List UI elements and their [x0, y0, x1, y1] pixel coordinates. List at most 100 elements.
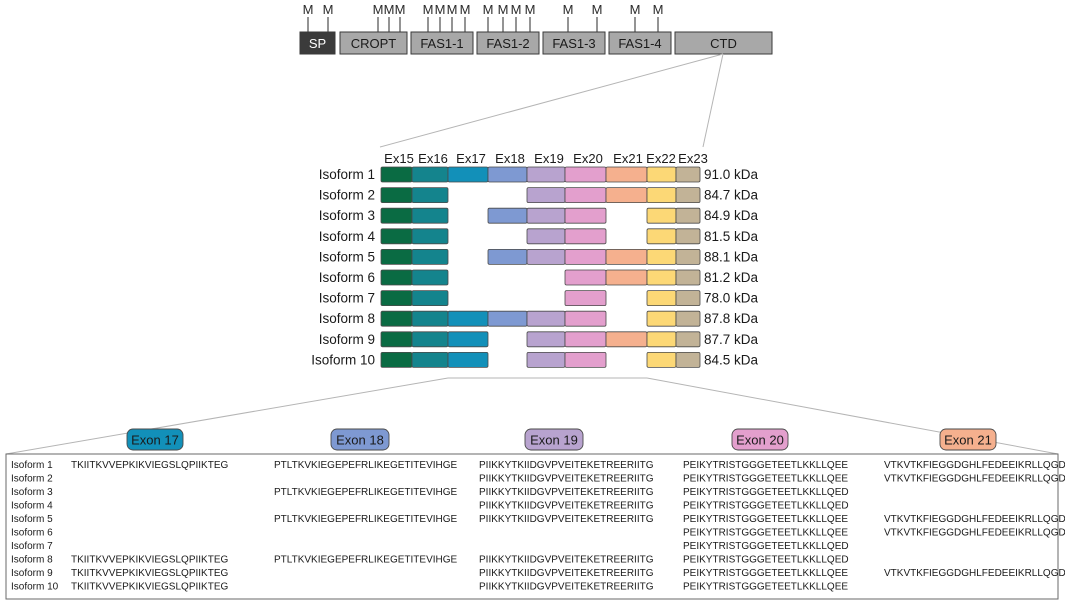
domain-box [542, 31, 606, 55]
exon-block-ex23 [675, 290, 701, 307]
domain-label: CROPT [351, 36, 397, 51]
m-site-label: M [447, 2, 458, 17]
exon-block-ex23 [675, 310, 701, 327]
exon-block-ex22 [646, 166, 677, 183]
exon-block-ex16 [411, 207, 449, 224]
exon-block-ex23 [675, 228, 701, 245]
m-site-label: M [592, 2, 603, 17]
sequence-cell: VTKVTKFIEGGDGHLFEDEEIKRLLQGD [884, 474, 1065, 485]
exon-block-ex23 [675, 269, 701, 286]
exon-header: Ex21 [613, 151, 643, 166]
isoform-name: Isoform 10 [311, 352, 375, 367]
sequence-row-isoform: Isoform 7 [11, 541, 53, 552]
m-site-label: M [384, 2, 395, 17]
exon-header: Ex23 [678, 151, 708, 166]
exon-block-ex18 [487, 248, 528, 265]
zoom-line-right [702, 53, 724, 148]
sequence-row-isoform: Isoform 6 [11, 528, 53, 539]
sequence-cell: TKIITKVVEPKIKVIEGSLQPIIKTEG [71, 582, 228, 593]
domain-box [339, 31, 408, 55]
domain-box [299, 31, 336, 55]
domain-box [674, 31, 773, 55]
exon-block-ex20 [564, 187, 607, 204]
exon-label-text: Exon 18 [336, 433, 384, 448]
sequence-cell: PTLTKVKIEGEPEFRLIKEGETITEVIHGE [274, 487, 458, 498]
exon-header: Ex17 [456, 151, 486, 166]
isoform-name: Isoform 7 [319, 291, 375, 306]
sequence-cell: PTLTKVKIEGEPEFRLIKEGETITEVIHGE [274, 514, 458, 525]
sequence-row-isoform: Isoform 1 [11, 460, 53, 471]
isoform-mass: 91.0 kDa [704, 167, 759, 182]
exon-block-ex22 [646, 228, 677, 245]
isoform-name: Isoform 3 [319, 208, 375, 223]
exon-block-ex22 [646, 351, 677, 368]
sequence-row-isoform: Isoform 8 [11, 555, 53, 566]
domain-label: SP [309, 36, 326, 51]
sequence-cell: PEIKYTRISTGGGETEETLKKLLQED [683, 501, 849, 512]
exon-block-ex15 [380, 166, 413, 183]
exon-label-badge [330, 428, 390, 451]
isoform-name: Isoform 8 [319, 311, 375, 326]
sequence-cell: TKIITKVVEPKIKVIEGSLQPIIKTEG [71, 555, 228, 566]
sequence-cell: PIIKKYTKIIDGVPVEITEKETREERIITG [479, 460, 654, 471]
exon-block-ex15 [380, 351, 413, 368]
isoform-name: Isoform 2 [319, 188, 375, 203]
exon-block-ex18 [487, 310, 528, 327]
domain-label: FAS1-2 [486, 36, 529, 51]
exon-block-ex22 [646, 310, 677, 327]
exon-block-ex22 [646, 290, 677, 307]
exon-block-ex22 [646, 269, 677, 286]
exon-header: Ex15 [384, 151, 414, 166]
m-site-label: M [373, 2, 384, 17]
exon-block-ex21 [605, 187, 648, 204]
isoform-mass: 87.7 kDa [704, 332, 759, 347]
exon-block-ex22 [646, 248, 677, 265]
sequence-cell: TKIITKVVEPKIKVIEGSLQPIIKTEG [71, 460, 228, 471]
exon-block-ex15 [380, 248, 413, 265]
exon-block-ex20 [564, 310, 607, 327]
sequence-cell: PEIKYTRISTGGGETEETLKKLLQED [683, 541, 849, 552]
exon-block-ex16 [411, 187, 449, 204]
exon-block-ex20 [564, 331, 607, 348]
exon-label-badge [524, 428, 584, 451]
exon-header: Ex22 [646, 151, 676, 166]
exon-block-ex16 [411, 248, 449, 265]
domain-label: FAS1-1 [420, 36, 463, 51]
exon-block-ex20 [564, 248, 607, 265]
isoform-name: Isoform 6 [319, 270, 375, 285]
exon-block-ex18 [487, 166, 528, 183]
sequence-row-isoform: Isoform 10 [11, 582, 59, 593]
exon-block-ex23 [675, 207, 701, 224]
exon-block-ex19 [526, 248, 566, 265]
exon-block-ex20 [564, 207, 607, 224]
exon-block-ex19 [526, 166, 566, 183]
exon-block-ex20 [564, 228, 607, 245]
m-site-label: M [460, 2, 471, 17]
domain-label: FAS1-4 [618, 36, 661, 51]
exon-block-ex15 [380, 290, 413, 307]
isoform-mass: 84.5 kDa [704, 352, 759, 367]
exon-block-ex16 [411, 269, 449, 286]
isoform-mass: 84.7 kDa [704, 188, 759, 203]
exon-block-ex19 [526, 331, 566, 348]
sequence-cell: PTLTKVKIEGEPEFRLIKEGETITEVIHGE [274, 555, 458, 566]
exon-block-ex17 [447, 166, 489, 183]
exon-block-ex16 [411, 228, 449, 245]
sequence-cell: PTLTKVKIEGEPEFRLIKEGETITEVIHGE [274, 460, 458, 471]
exon-block-ex22 [646, 187, 677, 204]
sequence-cell: PIIKKYTKIIDGVPVEITEKETREERIITG [479, 514, 654, 525]
sequence-cell: PEIKYTRISTGGGETEETLKKLLQED [683, 555, 849, 566]
domain-box [476, 31, 540, 55]
exon-block-ex23 [675, 331, 701, 348]
m-site-label: M [511, 2, 522, 17]
sequence-cell: PIIKKYTKIIDGVPVEITEKETREERIITG [479, 568, 654, 579]
m-site-label: M [563, 2, 574, 17]
exon-block-ex22 [646, 331, 677, 348]
exon-block-ex15 [380, 331, 413, 348]
sequence-cell: PIIKKYTKIIDGVPVEITEKETREERIITG [479, 501, 654, 512]
exon-block-ex21 [605, 166, 648, 183]
exon-label-badge [126, 428, 184, 451]
exon-block-ex17 [447, 331, 489, 348]
sequence-cell: PIIKKYTKIIDGVPVEITEKETREERIITG [479, 487, 654, 498]
